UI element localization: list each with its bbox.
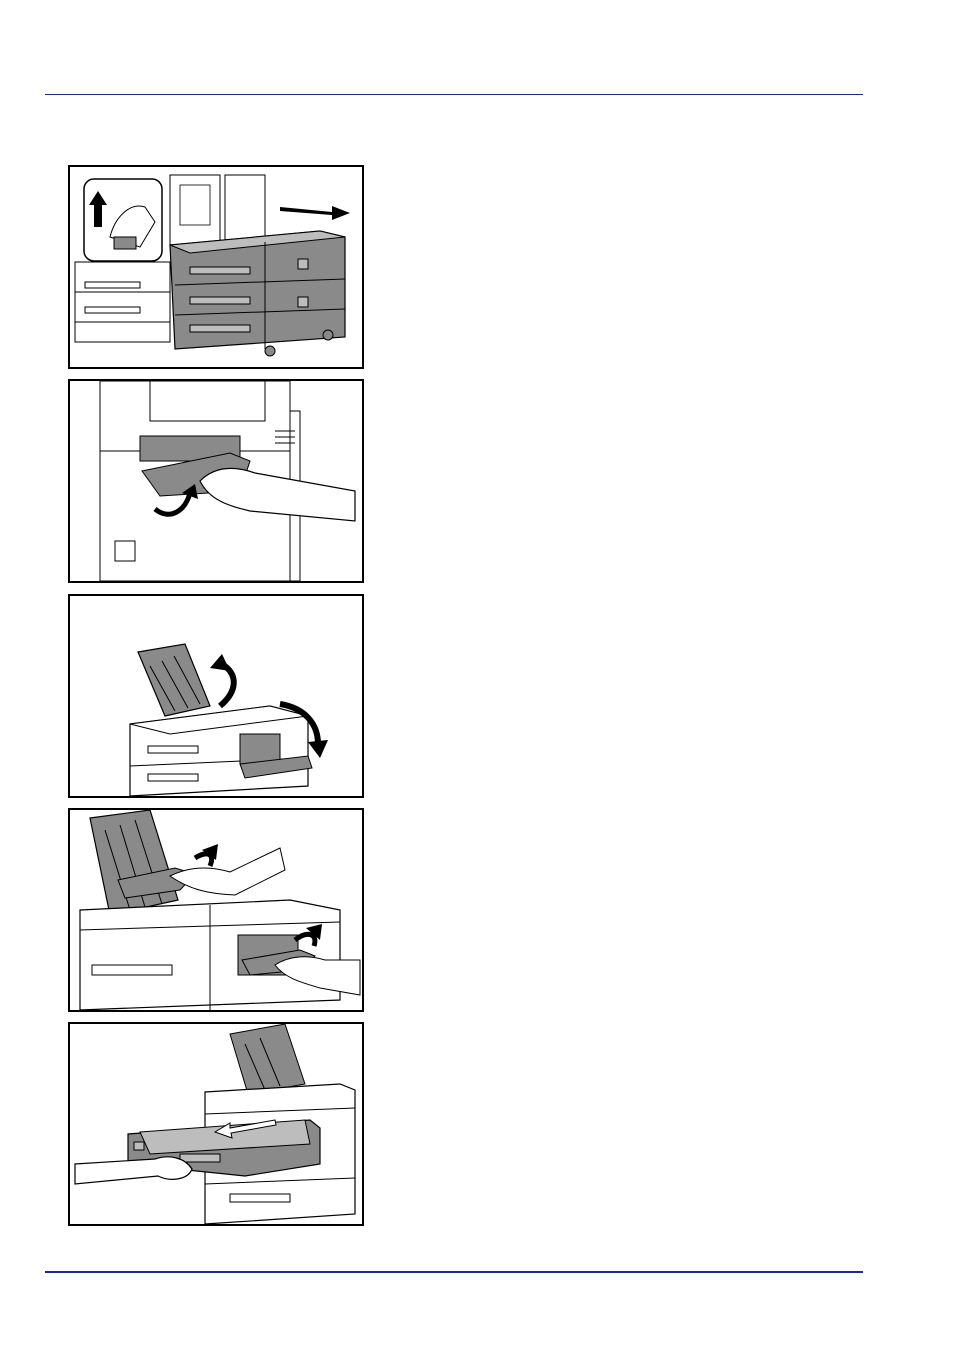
figure-remove-jammed-paper-left xyxy=(68,379,364,583)
figure-pull-out-drawer xyxy=(68,1022,364,1226)
header-rule xyxy=(45,94,863,95)
figure-pull-side-feeder xyxy=(68,165,364,369)
footer-rule xyxy=(45,1271,863,1273)
figure-remove-paper-from-covers xyxy=(68,808,364,1012)
figure-open-covers xyxy=(68,594,364,798)
